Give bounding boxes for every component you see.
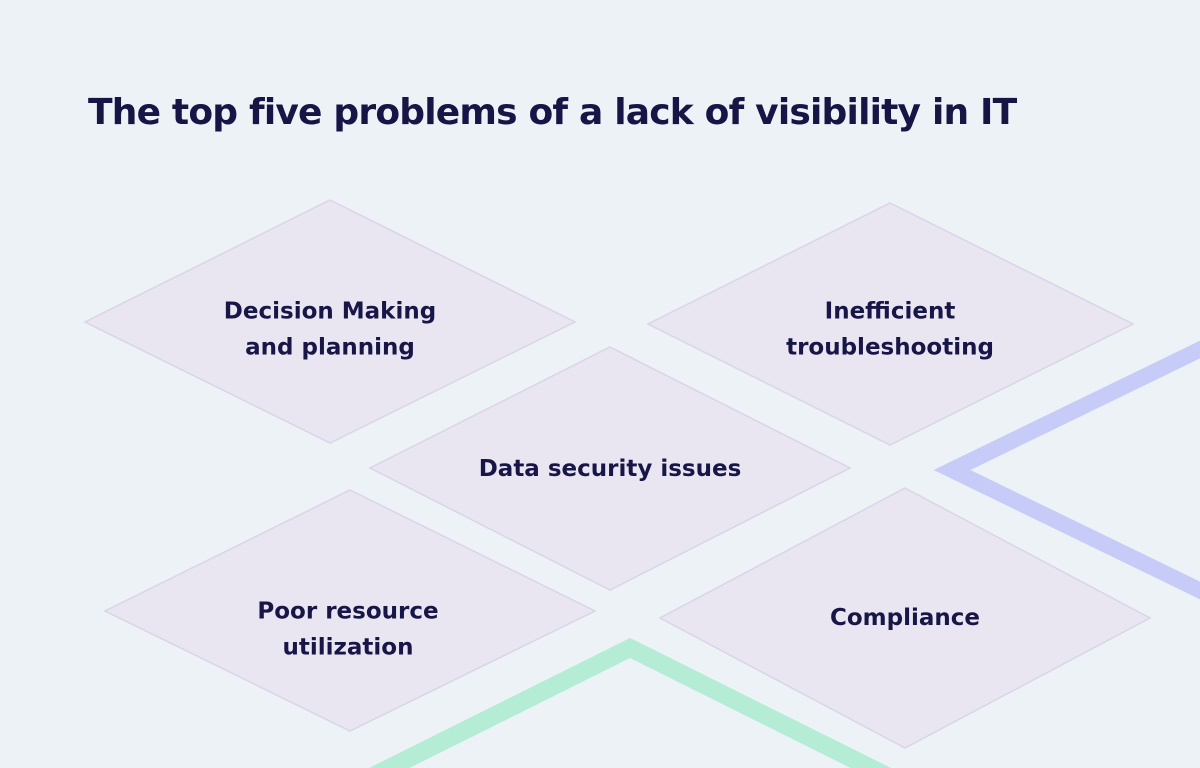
teal-outline-diamond-icon	[369, 637, 891, 768]
node-label-compliance: Compliance	[829, 605, 980, 632]
node-label-inefficient-troubleshooting: Inefficient troubleshooting	[786, 298, 994, 360]
node-label-decision-making: Decision Making and planning	[223, 298, 437, 360]
diamond-decision-making	[83, 199, 577, 444]
diamond-data-security	[368, 346, 852, 591]
diamond-poor-resource-utilization	[103, 489, 597, 732]
diamond-inefficient-troubleshooting	[646, 202, 1135, 446]
node-label-poor-resource-utilization: Poor resource utilization	[257, 598, 439, 660]
page-title: The top five problems of a lack of visib…	[88, 92, 1017, 133]
node-label-data-security: Data security issues	[478, 456, 742, 483]
diamond-compliance	[658, 487, 1152, 749]
periwinkle-outline-diamond-icon	[933, 340, 1200, 600]
